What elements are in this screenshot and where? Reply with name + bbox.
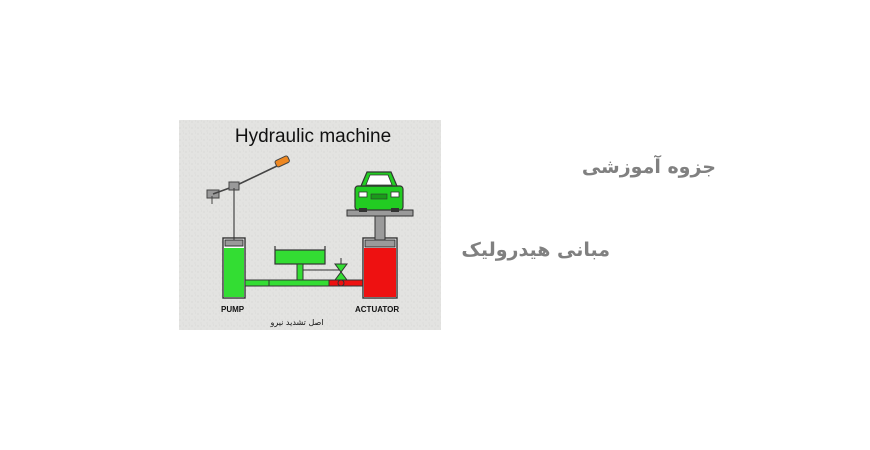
pump-label: PUMP <box>221 305 245 314</box>
low-pressure-line <box>244 279 330 287</box>
diagram-title: Hydraulic machine <box>235 126 391 147</box>
pump-cylinder <box>222 237 246 299</box>
hydraulic-machine-diagram: Hydraulic machine <box>179 120 441 330</box>
high-pressure-line <box>328 279 366 287</box>
lifting-platform <box>346 209 414 217</box>
diagram-caption: اصل تشدید نیرو <box>269 318 323 327</box>
car-icon <box>354 171 404 212</box>
actuator-label: ACTUATOR <box>355 305 399 314</box>
pump-lever <box>206 155 290 238</box>
hydraulic-machine-figure: Hydraulic machine <box>179 120 441 330</box>
slide-subtitle: مبانی هیدرولیک <box>461 239 610 261</box>
slide-title: جزوه آموزشی <box>581 156 716 178</box>
reservoir <box>274 246 339 281</box>
actuator-cylinder <box>362 213 398 299</box>
diagram-background <box>179 120 441 330</box>
